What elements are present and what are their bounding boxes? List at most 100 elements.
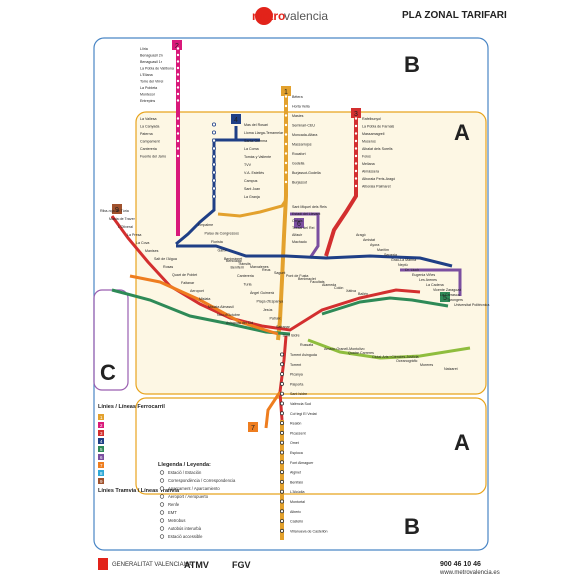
station-label[interactable]: L'Alcúdia xyxy=(290,490,304,494)
station-label[interactable]: Montortal xyxy=(290,500,305,504)
station-label[interactable]: Mislata xyxy=(199,297,210,301)
station-label[interactable]: TVV xyxy=(244,163,252,167)
station-label[interactable]: Fuente del Jarro xyxy=(140,155,166,159)
station-label[interactable]: Manises xyxy=(145,249,159,253)
station-label[interactable]: Picanya xyxy=(290,373,303,377)
station-label[interactable]: Alfauir xyxy=(292,233,303,237)
line-5-badge[interactable] xyxy=(440,292,450,302)
station-marker[interactable] xyxy=(279,391,284,396)
station-marker[interactable] xyxy=(175,59,180,64)
line-4-badge[interactable] xyxy=(231,114,241,124)
station-label[interactable]: La Pobleta xyxy=(140,86,157,90)
station-label[interactable]: Rocafort xyxy=(292,152,306,156)
station-label[interactable]: Eugenia Viñes xyxy=(412,273,435,277)
station-marker[interactable] xyxy=(279,401,284,406)
station-marker[interactable] xyxy=(283,179,288,184)
station-label[interactable]: L'Oliveral xyxy=(118,225,133,229)
station-marker[interactable] xyxy=(283,141,288,146)
station-label[interactable]: La Cadena xyxy=(426,283,444,287)
station-label[interactable]: Beniferri xyxy=(231,266,245,270)
station-label[interactable]: Jesús xyxy=(263,308,273,312)
station-label[interactable]: Ayora xyxy=(370,243,379,247)
station-marker[interactable] xyxy=(279,440,284,445)
station-label[interactable]: Sagunt xyxy=(274,271,285,275)
station-label[interactable]: Turia xyxy=(244,283,252,287)
station-marker[interactable] xyxy=(353,138,358,143)
station-label[interactable]: Marítim xyxy=(377,248,389,252)
line-3-badge[interactable] xyxy=(351,108,361,118)
station-marker[interactable] xyxy=(211,162,216,167)
station-marker[interactable] xyxy=(283,104,288,109)
station-label[interactable]: Sant Miquel dels Reis xyxy=(292,205,327,209)
station-label[interactable]: Torrent Avinguda xyxy=(290,353,317,357)
line-2-badge[interactable] xyxy=(172,40,182,50)
station-marker[interactable] xyxy=(175,153,180,158)
station-label[interactable]: Tomàs y Valiente xyxy=(244,155,271,159)
station-marker[interactable] xyxy=(279,519,284,524)
station-marker[interactable] xyxy=(175,131,180,136)
station-label[interactable]: La Coma xyxy=(244,147,259,151)
station-label[interactable]: Benicalap xyxy=(226,259,242,263)
station-label[interactable]: Meliana xyxy=(362,162,375,166)
station-marker[interactable] xyxy=(175,46,180,51)
station-label[interactable]: Empalme xyxy=(198,223,213,227)
station-label[interactable]: Quatre Carreres xyxy=(348,351,374,355)
station-marker[interactable] xyxy=(211,130,216,135)
station-label[interactable]: Estadi del Llevant xyxy=(292,212,320,216)
station-marker[interactable] xyxy=(279,528,284,533)
station-label[interactable]: La Granja xyxy=(244,195,260,199)
station-label[interactable]: Aeroport xyxy=(190,289,204,293)
station-marker[interactable] xyxy=(353,153,358,158)
station-label[interactable]: Les Arenes xyxy=(419,278,437,282)
station-marker[interactable] xyxy=(211,194,216,199)
station-label[interactable]: Amado Granell-Montolivo xyxy=(324,347,365,351)
station-label[interactable]: Sant Joan xyxy=(244,187,260,191)
station-marker[interactable] xyxy=(279,479,284,484)
station-label[interactable]: Espioca xyxy=(290,451,303,455)
station-marker[interactable] xyxy=(283,170,288,175)
station-marker[interactable] xyxy=(279,489,284,494)
station-marker[interactable] xyxy=(211,146,216,151)
station-label[interactable]: Alameda xyxy=(322,283,336,287)
station-label[interactable]: V.A. Estellés xyxy=(244,171,264,175)
station-label[interactable]: Colón xyxy=(334,286,343,290)
station-marker[interactable] xyxy=(353,183,358,188)
station-label[interactable]: Xàtiva xyxy=(346,289,356,293)
station-label[interactable]: La Pobla de Vallbona xyxy=(140,67,174,71)
station-marker[interactable] xyxy=(211,154,216,159)
station-marker[interactable] xyxy=(211,186,216,191)
station-label[interactable]: La Presa xyxy=(127,233,141,237)
station-marker[interactable] xyxy=(279,372,284,377)
station-label[interactable]: Picassent xyxy=(290,431,306,435)
station-label[interactable]: Benaguasil 1r xyxy=(140,60,163,64)
station-label[interactable]: Sant Isidre xyxy=(283,334,300,338)
station-label[interactable]: Vicente Zaragozá xyxy=(433,288,461,292)
station-label[interactable]: Foios xyxy=(362,155,371,159)
station-marker[interactable] xyxy=(283,94,288,99)
station-marker[interactable] xyxy=(279,362,284,367)
station-label[interactable]: Campus xyxy=(244,179,258,183)
station-label[interactable]: Plaça d'Espanya xyxy=(257,300,284,304)
station-label[interactable]: Alginet xyxy=(290,471,301,475)
station-marker[interactable] xyxy=(279,430,284,435)
station-label[interactable]: Torre del Virrei xyxy=(140,80,164,84)
station-label[interactable]: Santa Gemma xyxy=(244,139,267,143)
station-marker[interactable] xyxy=(175,138,180,143)
station-marker[interactable] xyxy=(353,116,358,121)
station-marker[interactable] xyxy=(353,176,358,181)
station-marker[interactable] xyxy=(279,352,284,357)
station-label[interactable]: Benimàmet xyxy=(224,257,242,261)
station-label[interactable]: Horta Vella xyxy=(292,105,310,109)
station-label[interactable]: Rafelbunyol xyxy=(362,117,381,121)
station-label[interactable]: Quart de Poblet xyxy=(172,273,197,277)
station-label[interactable]: La Vallesa xyxy=(140,117,157,121)
station-label[interactable]: Garbí xyxy=(218,249,227,253)
station-marker[interactable] xyxy=(353,124,358,129)
station-label[interactable]: Masia de Traver xyxy=(109,217,136,221)
station-marker[interactable] xyxy=(279,499,284,504)
station-label[interactable]: Palau de Congressos xyxy=(205,232,240,236)
station-marker[interactable] xyxy=(279,411,284,416)
station-marker[interactable] xyxy=(283,151,288,156)
station-label[interactable]: Bétera xyxy=(292,95,303,99)
station-label[interactable]: Lloma Llarga-Terramelar xyxy=(244,131,284,135)
